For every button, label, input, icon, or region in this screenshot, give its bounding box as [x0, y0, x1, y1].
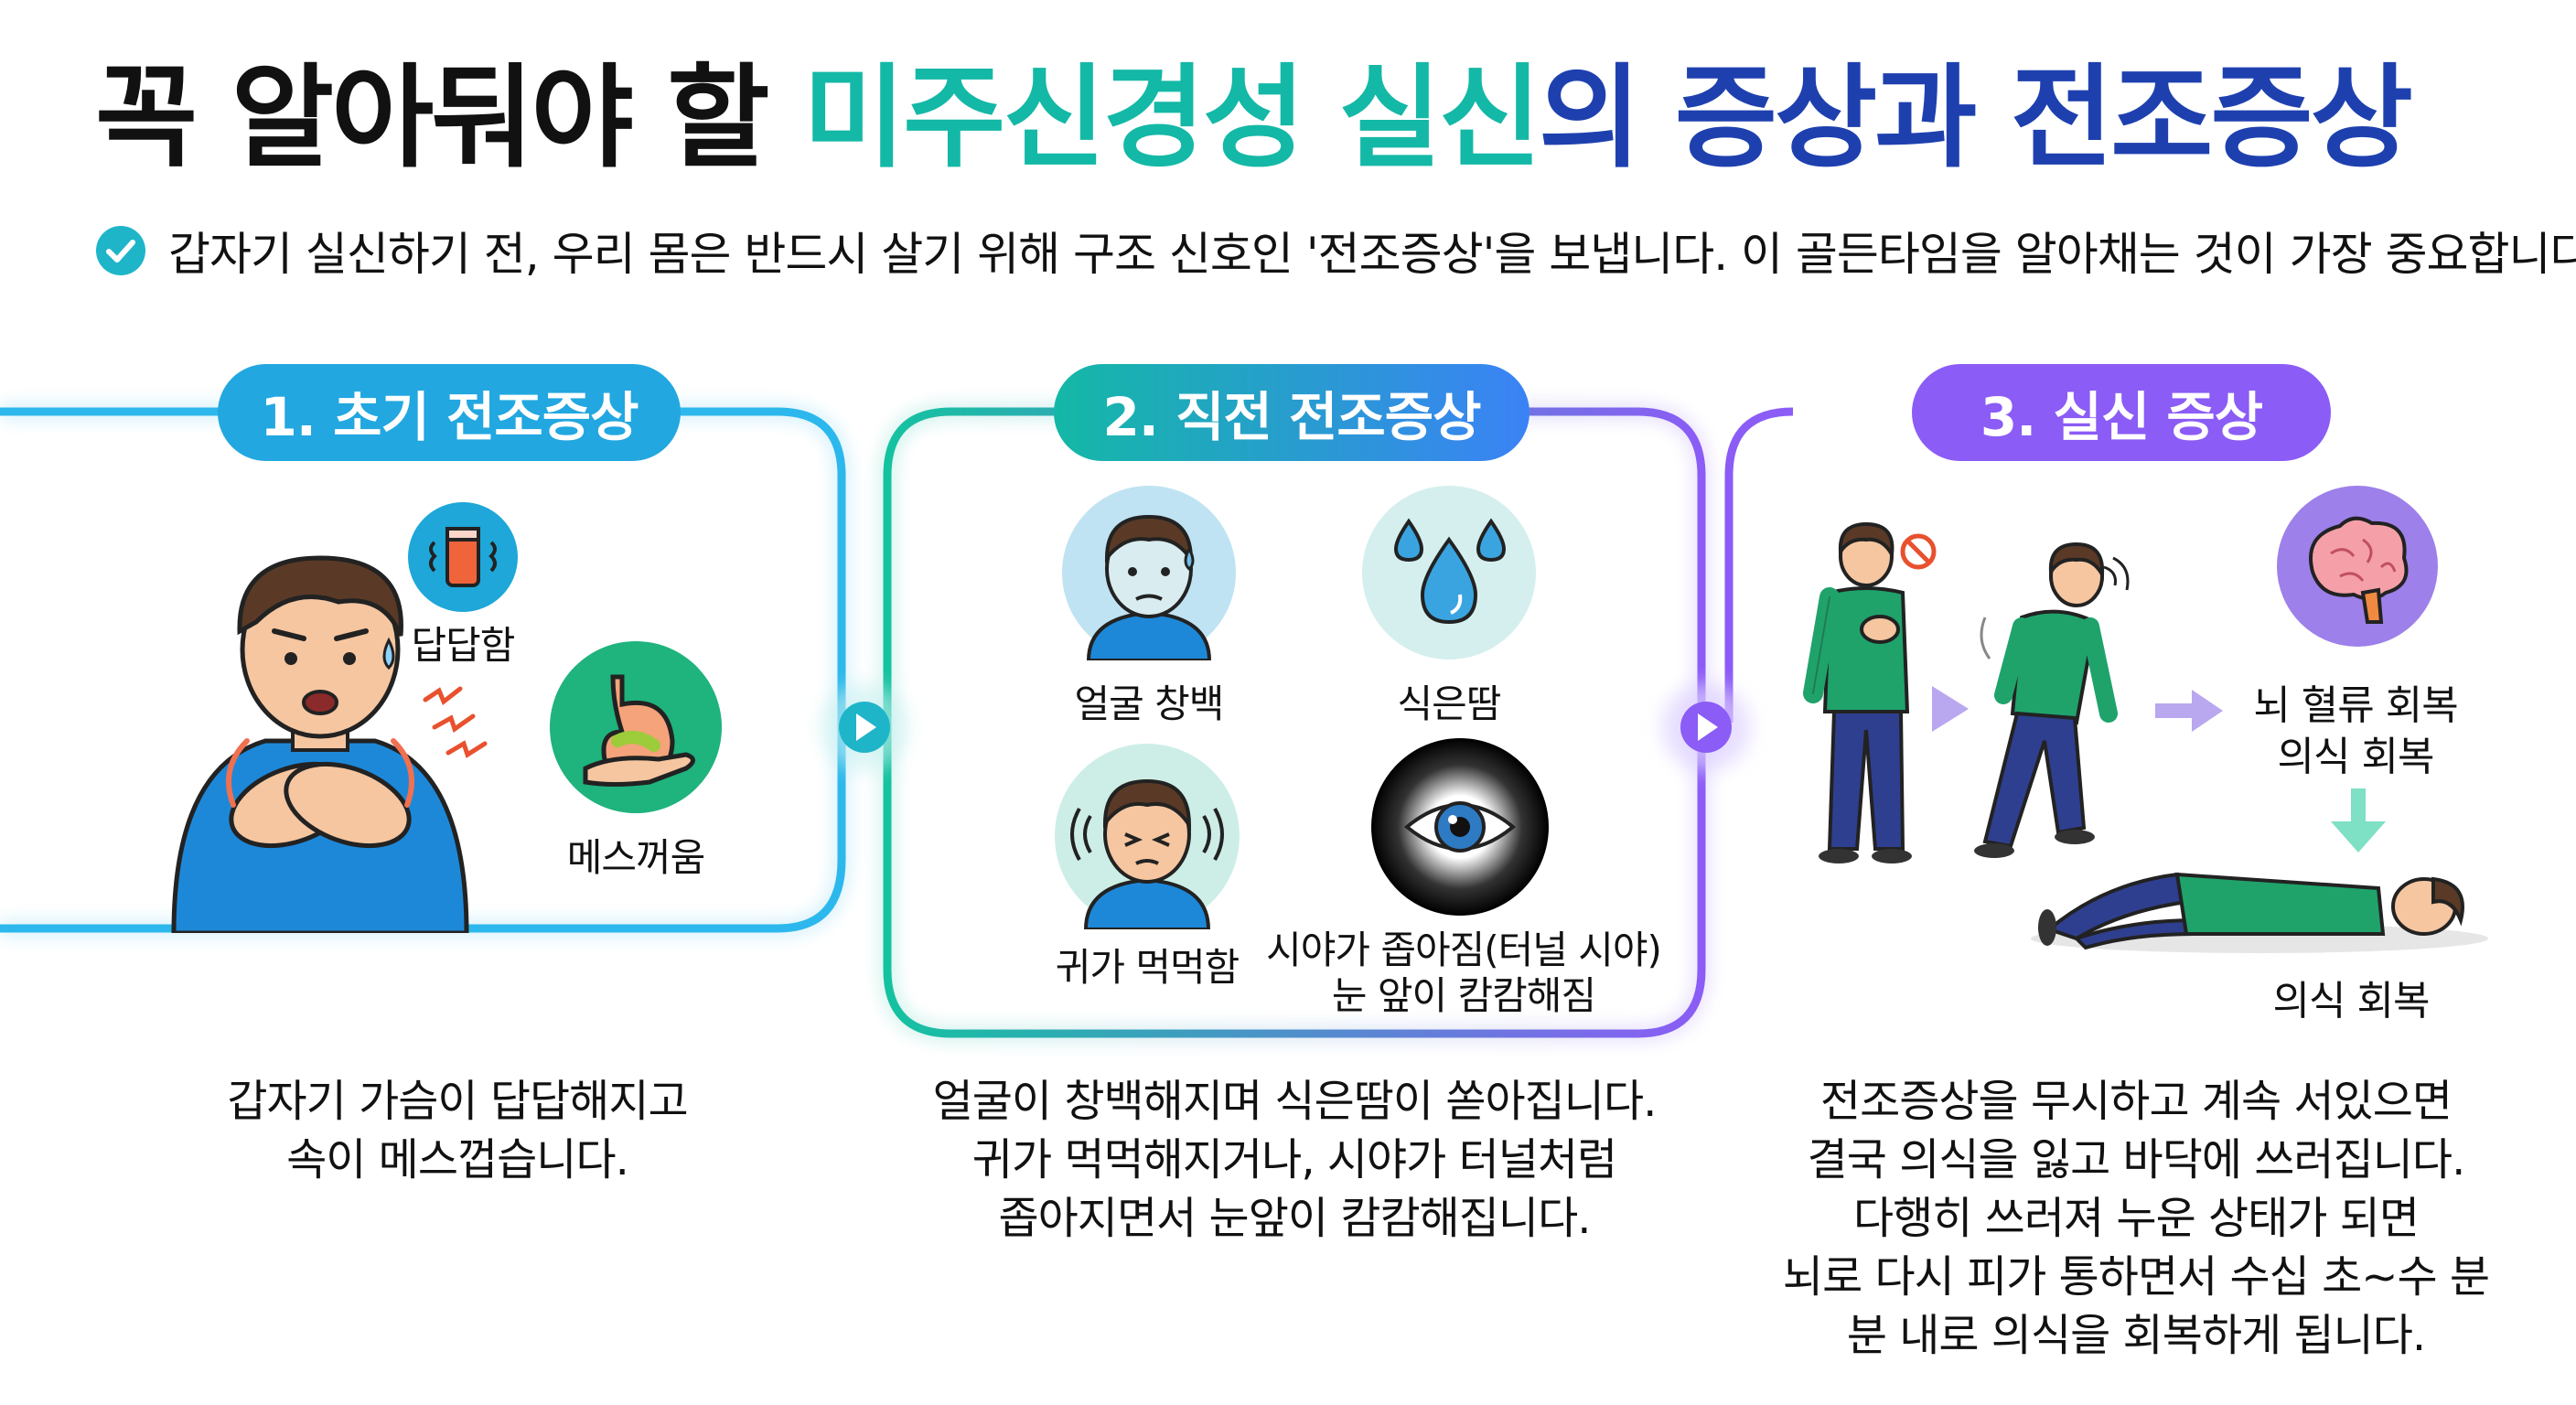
label-pale: 얼굴 창백	[1074, 681, 1225, 726]
subtitle: 갑자기 실신하기 전, 우리 몸은 반드시 살기 위해 구조 신호인 '전조증상…	[168, 228, 2576, 281]
panel-3-description: 전조증상을 무시하고 계속 서있으면 결국 의식을 잃고 바닥에 쓰러집니다. …	[1766, 1072, 2506, 1365]
panel-1-title: 1. 초기 전조증상	[218, 364, 681, 461]
subtitle-row: 갑자기 실신하기 전, 우리 몸은 반드시 살기 위해 구조 신호인 '전조증상…	[95, 218, 2576, 284]
chest-tightness-person-icon	[171, 555, 469, 933]
arrow-right-icon-2	[2155, 690, 2223, 732]
label-vision-line-1: 시야가 좁아짐(터널 시야)	[1266, 928, 1662, 972]
standing-person-icon	[1803, 521, 1912, 863]
label-vision-line-2: 눈 앞이 캄캄해짐	[1331, 973, 1596, 1018]
cold-sweat-drops-icon	[1362, 486, 1536, 660]
panel-3-desc-line-5: 분 내로 의식을 회복하게 됩니다.	[1846, 1310, 2426, 1361]
label-brain-line-1: 뇌 혈류 회복	[2253, 682, 2458, 729]
panel-2-desc-line-2: 귀가 먹먹해지거나, 시야가 터널처럼	[971, 1134, 1617, 1185]
panel-1-desc-line-2: 속이 메스껍습니다.	[286, 1134, 629, 1185]
panel-2-title: 2. 직전 전조증상	[1054, 364, 1530, 461]
panel-3-desc-line-4: 뇌로 다시 피가 통하면서 수십 초~수 분	[1782, 1251, 2490, 1303]
dizzy-person-icon	[1974, 542, 2130, 858]
label-sweat: 식은땀	[1397, 681, 1502, 726]
label-vision: 시야가 좁아짐(터널 시야) 눈 앞이 캄캄해짐	[1262, 928, 1665, 1019]
pain-spark-icon	[423, 686, 488, 758]
prohibition-icon	[1900, 533, 1937, 570]
vibration-icon	[408, 502, 518, 612]
panel-1-desc-line-1: 갑자기 가슴이 답답해지고	[227, 1076, 688, 1127]
stomach-icon	[550, 641, 722, 813]
lying-person-icon	[2031, 872, 2488, 953]
brain-icon	[2277, 486, 2438, 647]
arrow-right-icon-1	[1932, 686, 1969, 732]
tunnel-vision-eye-icon	[1371, 738, 1549, 916]
panel-2-desc-line-1: 얼굴이 창백해지며 식은땀이 쏟아집니다.	[932, 1076, 1658, 1127]
panel-3-desc-line-1: 전조증상을 무시하고 계속 서있으면	[1819, 1076, 2453, 1127]
title-highlight-green: 미주신경성 실신	[802, 53, 1541, 183]
label-recover: 의식 회복	[2272, 978, 2431, 1024]
pale-face-icon	[1062, 486, 1236, 660]
panel-3-title: 3. 실신 증상	[1912, 364, 2331, 461]
arrow-down-icon	[2331, 788, 2386, 853]
label-nausea: 메스꺼움	[566, 835, 706, 880]
label-stuffy: 답답함	[411, 623, 516, 668]
title-highlight-blue: 의 증상과 전조증상	[1539, 53, 2413, 183]
panel-1-description: 갑자기 가슴이 답답해지고 속이 메스껍습니다.	[183, 1072, 732, 1189]
label-ears: 귀가 먹먹함	[1055, 945, 1240, 990]
page-title: 꼭 알아둬야 할 미주신경성 실신의 증상과 전조증상	[95, 62, 2413, 174]
panel-2-description: 얼굴이 창백해지며 식은땀이 쏟아집니다. 귀가 먹먹해지거나, 시야가 터널처…	[915, 1072, 1674, 1248]
panel-2-desc-line-3: 좁아지면서 눈앞이 캄캄해집니다.	[998, 1193, 1591, 1244]
check-circle-icon	[96, 226, 145, 275]
panel-3-desc-line-3: 다행히 쓰러져 누운 상태가 되면	[1852, 1193, 2420, 1244]
muffled-ears-face-icon	[1055, 744, 1240, 929]
label-brain-line-2: 의식 회복	[2277, 734, 2435, 780]
panel-3-desc-line-2: 결국 의식을 잃고 바닥에 쓰러집니다.	[1807, 1134, 2466, 1185]
label-brain: 뇌 혈류 회복 의식 회복	[2223, 681, 2488, 783]
title-part-1: 꼭 알아둬야 할	[95, 53, 803, 183]
